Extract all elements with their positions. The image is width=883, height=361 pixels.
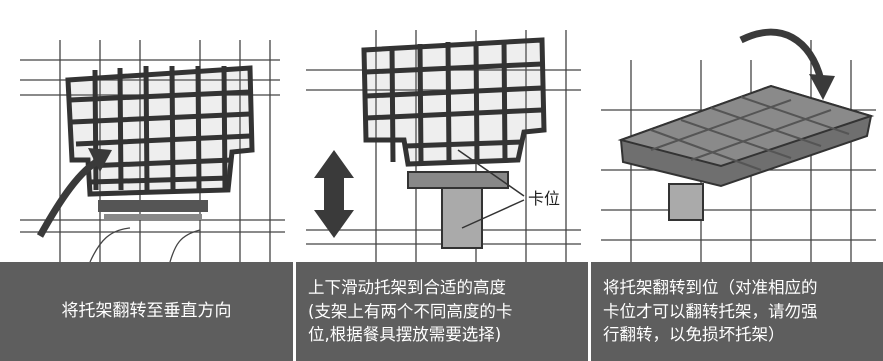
step-3-panel — [591, 0, 883, 262]
step-2-illustration: 卡位 — [296, 0, 588, 262]
up-down-arrow — [314, 150, 354, 238]
step-3-illustration — [591, 0, 883, 262]
step-1-illustration — [0, 0, 293, 262]
divider-2 — [588, 0, 591, 361]
latch-label: 卡位 — [528, 189, 560, 208]
step-3-caption: 将托架翻转到位（对准相应的 卡位才可以翻转托架，请勿强 行翻转，以免损坏托架） — [591, 262, 883, 361]
step-2-caption-text: 上下滑动托架到合适的高度 (支架上有两个不同高度的卡 位,根据餐具摆放需要选择) — [308, 277, 513, 345]
step-2-panel: 卡位 — [296, 0, 588, 262]
rack-tray — [65, 65, 255, 197]
step-1-caption-text: 将托架翻转至垂直方向 — [61, 301, 232, 322]
divider-1 — [293, 0, 296, 361]
step-2-caption: 上下滑动托架到合适的高度 (支架上有两个不同高度的卡 位,根据餐具摆放需要选择) — [296, 262, 588, 361]
step-1-panel — [0, 0, 293, 262]
step-3-caption-text: 将托架翻转到位（对准相应的 卡位才可以翻转托架，请勿强 行翻转，以免损坏托架） — [603, 277, 818, 345]
rotate-up-arrow — [36, 156, 102, 238]
step-1-caption: 将托架翻转至垂直方向 — [0, 262, 293, 361]
rack-tray-flat — [617, 84, 875, 188]
rack-tray — [361, 37, 547, 167]
rotate-down-arrow — [739, 28, 825, 81]
